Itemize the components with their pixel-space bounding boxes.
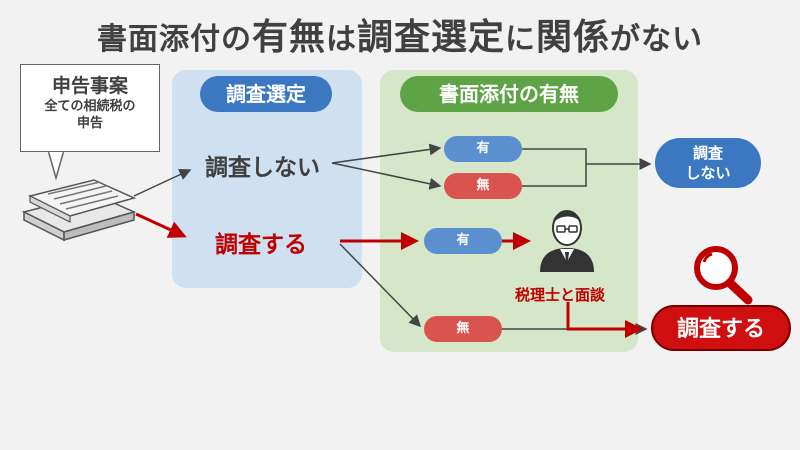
document-panel [380, 70, 638, 352]
callout-line-2: 申告 [76, 116, 103, 131]
survey-branch: 調査する [215, 232, 307, 258]
result-no-survey-line-1: 調査 [692, 144, 723, 162]
callout-tail [47, 149, 65, 181]
result-survey: 調査する [651, 305, 791, 351]
result-no-survey-line-2: しない [685, 164, 731, 182]
option-yes-survey: 有 [424, 228, 502, 254]
no-survey-branch: 調査しない [205, 155, 320, 181]
magnifier-icon [694, 246, 753, 305]
arrow-to-no-survey [133, 168, 192, 197]
selection-header: 調査選定 [200, 76, 332, 112]
document-header: 書面添付の有無 [400, 76, 618, 112]
tax-accountant-icon [540, 210, 594, 272]
option-yes-no-survey: 有 [444, 136, 522, 162]
document-stack-icon [21, 179, 137, 242]
result-no-survey: 調査 しない [655, 138, 761, 188]
option-no-no-survey: 無 [444, 173, 522, 199]
option-no-survey: 無 [424, 316, 502, 342]
page-title: 書面添付の有無は調査選定に関係がない [96, 17, 704, 58]
filing-callout: 申告事案 全ての相続税の 申告 [20, 64, 160, 152]
arrow-to-survey [135, 212, 187, 238]
tax-interview-label: 税理士と面談 [515, 286, 606, 304]
callout-title: 申告事案 [51, 75, 128, 97]
callout-line-1: 全ての相続税の [44, 99, 136, 114]
